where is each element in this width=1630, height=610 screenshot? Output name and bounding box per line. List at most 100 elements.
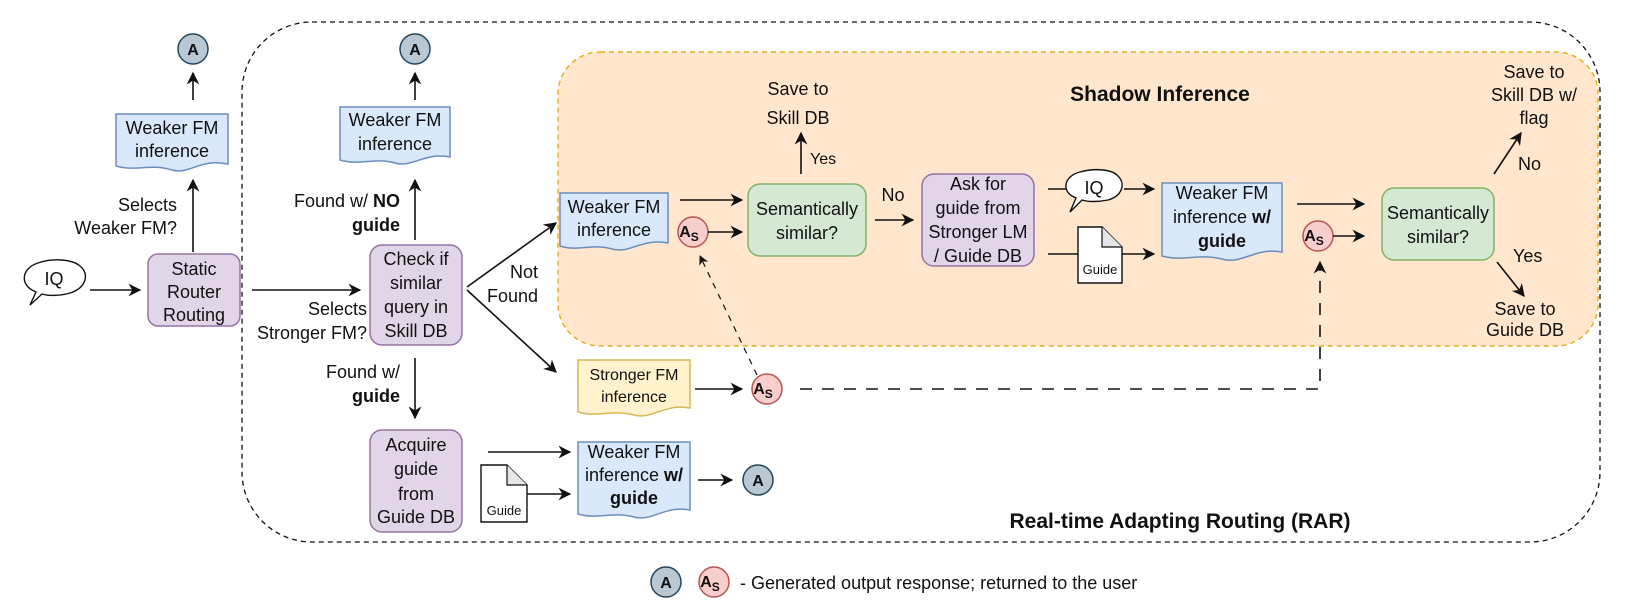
svg-text:guide: guide <box>610 488 658 508</box>
svg-text:IQ: IQ <box>1084 178 1103 198</box>
svg-text:A: A <box>409 42 421 59</box>
svg-text:inference: inference <box>601 389 667 406</box>
svg-text:Weaker FM: Weaker FM <box>568 197 661 217</box>
label-not-found: Not <box>510 262 538 282</box>
acquire-guide-node: Acquire guide from Guide DB <box>369 429 463 533</box>
ask-guide-node: Ask for guide from Stronger LM / Guide D… <box>921 173 1035 267</box>
svg-text:Stronger LM: Stronger LM <box>928 222 1027 242</box>
svg-text:similar?: similar? <box>776 223 838 243</box>
svg-text:Weaker FM: Weaker FM <box>126 118 219 138</box>
svg-text:Guide: Guide <box>487 503 522 518</box>
rar-weak-inference-top-node: Weaker FM inference <box>339 106 451 165</box>
edge-check-to-shadow-weak <box>466 222 558 288</box>
svg-text:inference: inference <box>358 134 432 154</box>
iq-input-bubble: IQ <box>23 259 87 306</box>
svg-text:A: A <box>187 42 199 59</box>
edge-similar2-to-save-flag <box>1493 131 1522 175</box>
guide-document-rar: Guide <box>480 464 528 523</box>
legend: A AS - Generated output response; return… <box>650 566 1137 598</box>
edge-dashed-to-shadow-as-1 <box>699 255 758 376</box>
svg-text:Guide: Guide <box>1083 262 1118 277</box>
svg-text:Static: Static <box>171 259 216 279</box>
svg-text:similar: similar <box>390 273 442 293</box>
svg-text:AS: AS <box>700 574 720 594</box>
save-skill-db-flag: Save to <box>1503 62 1564 82</box>
check-skill-db-node: Check if similar query in Skill DB <box>369 244 463 346</box>
stronger-inference-node: Stronger FM inference <box>577 359 691 417</box>
svg-text:Guide DB: Guide DB <box>377 507 455 527</box>
static-router-node: Static Router Routing <box>147 253 241 327</box>
label-found-no-guide: Found w/ NO <box>294 191 400 211</box>
svg-text:AS: AS <box>679 224 699 244</box>
label-selects-weaker: Selects <box>118 195 177 215</box>
svg-text:inference w/: inference w/ <box>585 465 683 485</box>
label-no-2: No <box>1518 154 1541 174</box>
svg-text:from: from <box>398 484 434 504</box>
svg-text:query in: query in <box>384 297 448 317</box>
svg-text:Stronger FM?: Stronger FM? <box>257 323 367 343</box>
label-no-1: No <box>881 185 904 205</box>
svg-text:/ Guide DB: / Guide DB <box>934 246 1022 266</box>
answer-rar-top: A <box>399 33 431 65</box>
svg-text:Weaker FM: Weaker FM <box>1176 183 1269 203</box>
shadow-answer-2: AS <box>1302 220 1334 252</box>
guide-document-shadow: Guide <box>1077 226 1123 284</box>
svg-text:inference: inference <box>135 141 209 161</box>
label-found-guide: Found w/ <box>326 362 400 382</box>
semantic-similar-1-node: Semantically similar? <box>747 183 867 257</box>
svg-text:Stronger FM: Stronger FM <box>590 367 679 384</box>
svg-text:guide: guide <box>394 459 438 479</box>
label-yes-1: Yes <box>810 151 836 168</box>
svg-text:guide: guide <box>352 215 400 235</box>
rar-weak-inference-guide-node: Weaker FM inference w/ guide <box>577 441 691 519</box>
svg-text:guide: guide <box>352 386 400 406</box>
svg-text:A: A <box>660 575 672 592</box>
svg-text:Weaker FM?: Weaker FM? <box>74 218 177 238</box>
svg-text:Ask for: Ask for <box>950 174 1006 194</box>
legend-shadow-answer-icon: AS <box>698 566 730 598</box>
edge-check-to-strong <box>466 289 557 373</box>
svg-text:Semantically: Semantically <box>756 199 858 219</box>
legend-answer-icon: A <box>650 566 682 598</box>
svg-text:AS: AS <box>753 381 773 401</box>
svg-text:Weaker FM: Weaker FM <box>349 110 442 130</box>
svg-text:AS: AS <box>1304 228 1324 248</box>
rar-title: Real-time Adapting Routing (RAR) <box>1009 510 1350 533</box>
semantic-similar-2-node: Semantically similar? <box>1381 187 1495 261</box>
svg-text:Weaker FM: Weaker FM <box>588 442 681 462</box>
shadow-weak-inference-guide-node: Weaker FM inference w/ guide <box>1161 182 1283 261</box>
legend-text: - Generated output response; returned to… <box>740 573 1137 593</box>
svg-text:Router: Router <box>167 282 221 302</box>
svg-text:Semantically: Semantically <box>1387 203 1489 223</box>
svg-text:Check if: Check if <box>383 249 449 269</box>
shadow-weak-inference-node: Weaker FM inference <box>559 192 669 251</box>
svg-text:Skill DB: Skill DB <box>766 108 829 128</box>
svg-text:Guide DB: Guide DB <box>1486 320 1564 340</box>
save-skill-db: Save to <box>767 79 828 99</box>
save-guide-db: Save to <box>1494 299 1555 319</box>
answer-rar-bottom: A <box>742 464 774 496</box>
svg-text:Skill DB w/: Skill DB w/ <box>1491 85 1577 105</box>
edge-similar2-to-save-guide <box>1496 261 1525 298</box>
svg-text:inference: inference <box>577 220 651 240</box>
svg-text:A: A <box>752 473 764 490</box>
svg-text:guide: guide <box>1198 231 1246 251</box>
iq-label: IQ <box>44 269 63 289</box>
svg-text:similar?: similar? <box>1407 227 1469 247</box>
label-yes-2: Yes <box>1513 246 1542 266</box>
svg-text:Skill DB: Skill DB <box>384 321 447 341</box>
shadow-answer-1: AS <box>677 216 709 248</box>
svg-text:flag: flag <box>1519 108 1548 128</box>
shadow-answer-strong: AS <box>751 373 783 405</box>
edge-dashed-to-shadow-as-2 <box>800 260 1327 390</box>
static-weak-inference-node: Weaker FM inference <box>115 113 229 172</box>
svg-text:Routing: Routing <box>163 305 225 325</box>
svg-text:Found: Found <box>487 286 538 306</box>
answer-static: A <box>177 33 209 65</box>
svg-text:inference w/: inference w/ <box>1173 207 1271 227</box>
shadow-inference-title: Shadow Inference <box>1070 83 1250 106</box>
svg-text:guide from: guide from <box>935 198 1020 218</box>
label-selects-stronger: Selects <box>308 299 367 319</box>
svg-text:Acquire: Acquire <box>385 435 446 455</box>
